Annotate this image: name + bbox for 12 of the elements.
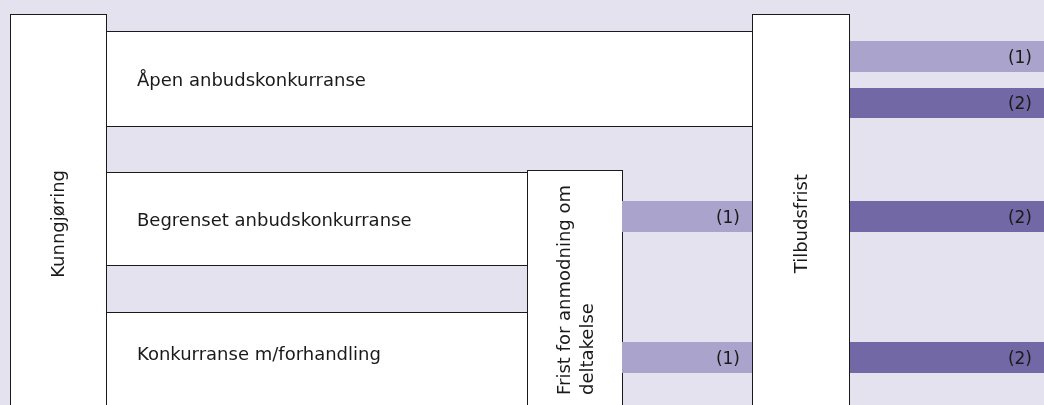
milestone-box: Kunngjøring	[10, 14, 107, 405]
timeline-bar: (2)	[850, 88, 1044, 118]
timeline-bar: (1)	[622, 201, 752, 232]
timeline-bar: (2)	[850, 342, 1044, 373]
procedure-box: Begrenset anbudskonkurranse	[106, 172, 528, 266]
timeline-bar: (1)	[850, 41, 1044, 72]
timeline-bar: (1)	[622, 342, 752, 373]
milestone-box: Frist for anmodning om deltakelse	[527, 170, 623, 405]
timeline-bar: (2)	[850, 201, 1044, 232]
milestone-box: Tilbudsfrist	[752, 14, 850, 405]
procedure-box: Åpen anbudskonkurranse	[106, 31, 753, 127]
procedure-box: Konkurranse m/forhandling	[106, 312, 528, 405]
